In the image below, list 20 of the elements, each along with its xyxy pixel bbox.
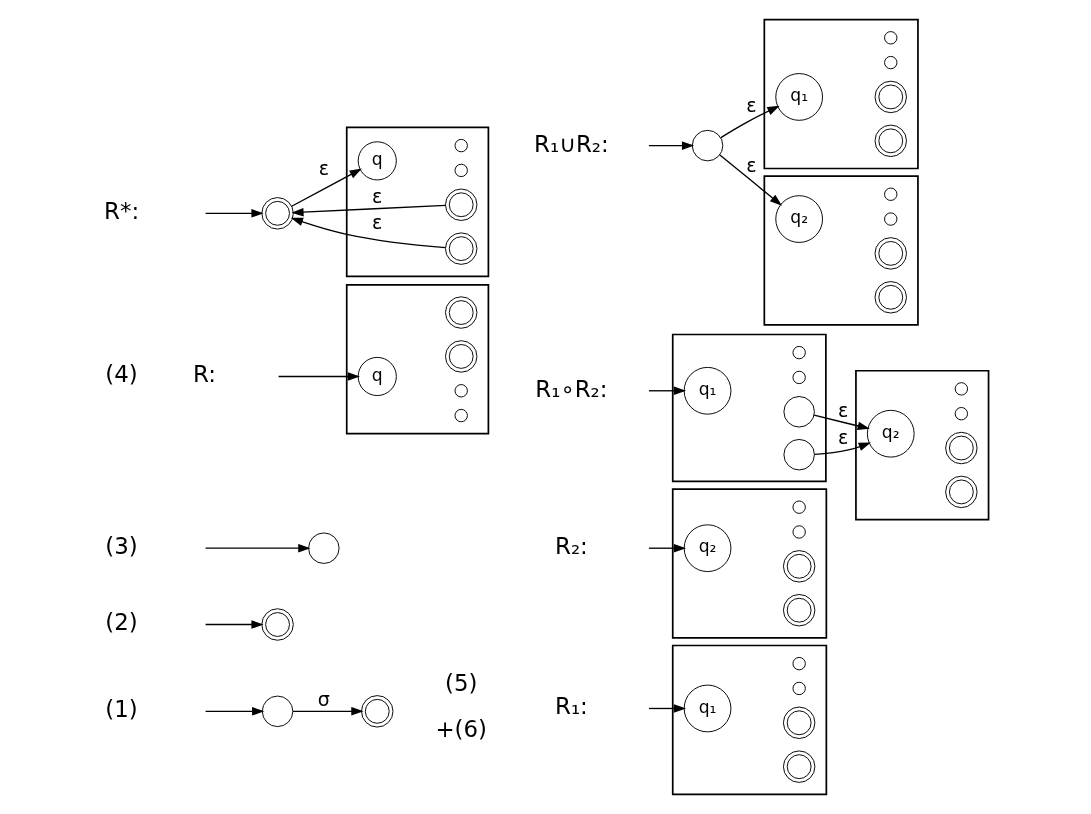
label: R₂:: [554, 533, 588, 560]
label: (2): [104, 609, 138, 636]
label: R₁:: [554, 693, 588, 720]
edge-label: σ: [317, 687, 330, 710]
label: (3): [104, 533, 138, 560]
edge-label: ε: [371, 184, 382, 207]
label: R₁∪R₂:: [533, 130, 609, 157]
label: R:: [192, 361, 216, 388]
edge-label: ε: [318, 157, 329, 180]
label: (4): [104, 361, 138, 388]
label: R₁∘R₂:: [534, 375, 607, 402]
edge-label: ε: [745, 154, 757, 177]
label: (1): [104, 696, 138, 723]
label: R*:: [103, 198, 139, 225]
label: (5): [444, 669, 477, 696]
edge-label: ε: [837, 398, 848, 421]
label: +(6): [434, 716, 487, 743]
edge-label: ε: [837, 426, 848, 449]
edge-label: ε: [371, 210, 382, 233]
edge-label: ε: [745, 94, 757, 117]
